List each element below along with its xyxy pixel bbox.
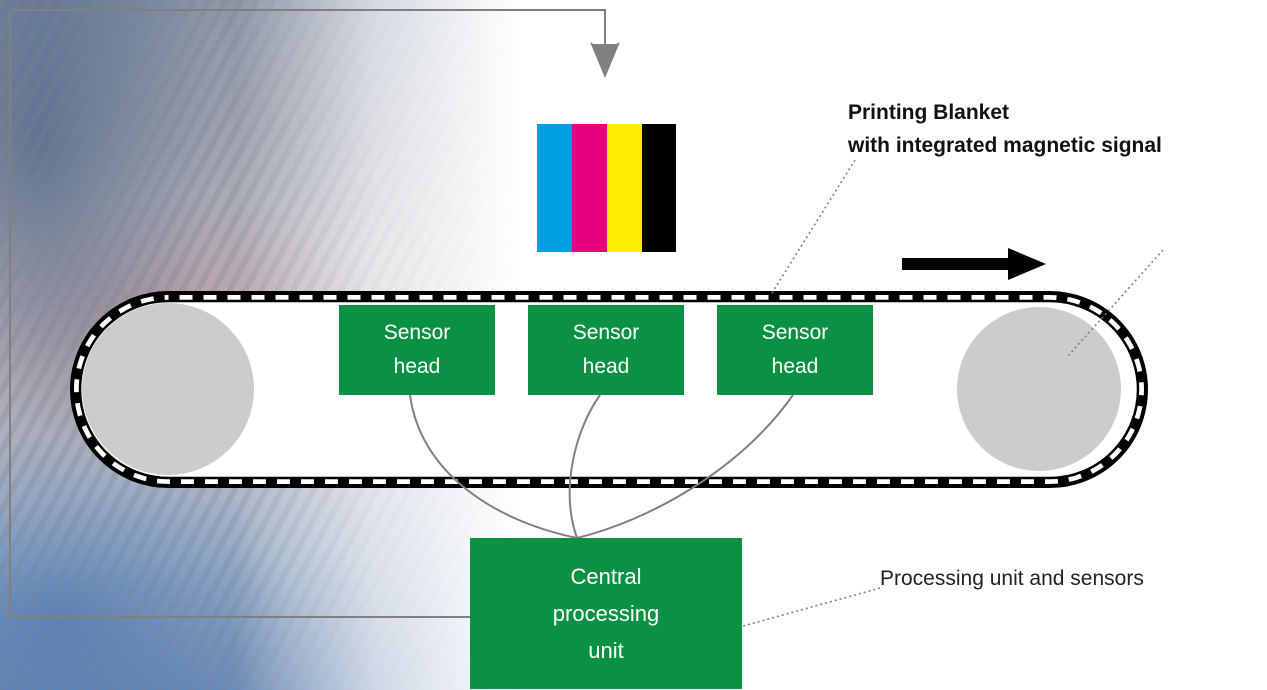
cmyk-color-bar xyxy=(537,124,676,252)
sensor-connectors xyxy=(409,394,794,539)
sensor-head-line1: Sensor xyxy=(761,321,829,344)
right-roller xyxy=(957,307,1121,471)
cpu-label-line3: unit xyxy=(588,638,624,663)
sensor-head-line2: head xyxy=(582,355,630,378)
magenta-swatch xyxy=(572,124,607,252)
feedback-arrowhead-notch xyxy=(590,42,620,78)
sensor-head-line1: Sensor xyxy=(572,321,640,344)
sensor-head-line2: head xyxy=(771,355,819,378)
printing-blanket-label: Printing Blanket xyxy=(848,101,1010,124)
central-processing-unit-box: Central processing unit xyxy=(470,538,742,689)
roller-leader-line xyxy=(1067,249,1164,357)
feedback-loop-line xyxy=(9,9,606,618)
cyan-swatch xyxy=(537,124,572,252)
left-roller xyxy=(82,303,254,475)
processing-leader-line xyxy=(717,587,881,634)
processing-unit-label: Processing unit and sensors xyxy=(880,567,1144,590)
yellow-swatch xyxy=(607,124,642,252)
black-swatch xyxy=(642,124,676,252)
cpu-label-line2: processing xyxy=(552,601,660,626)
cpu-label-line1: Central xyxy=(570,564,642,589)
blanket-leader-line xyxy=(771,159,856,294)
magnetic-signal-label: with integrated magnetic signal xyxy=(848,134,1162,157)
sensor-head-line1: Sensor xyxy=(383,321,451,344)
belt-direction-arrow xyxy=(902,248,1046,280)
sensor-head-box: Sensor head xyxy=(528,305,684,395)
leader-lines xyxy=(717,159,1164,634)
sensor-head-box: Sensor head xyxy=(717,305,873,395)
sensor-head-line2: head xyxy=(393,355,441,378)
magnetic-signal-track xyxy=(73,294,1145,485)
sensor-head-box: Sensor head xyxy=(339,305,495,395)
